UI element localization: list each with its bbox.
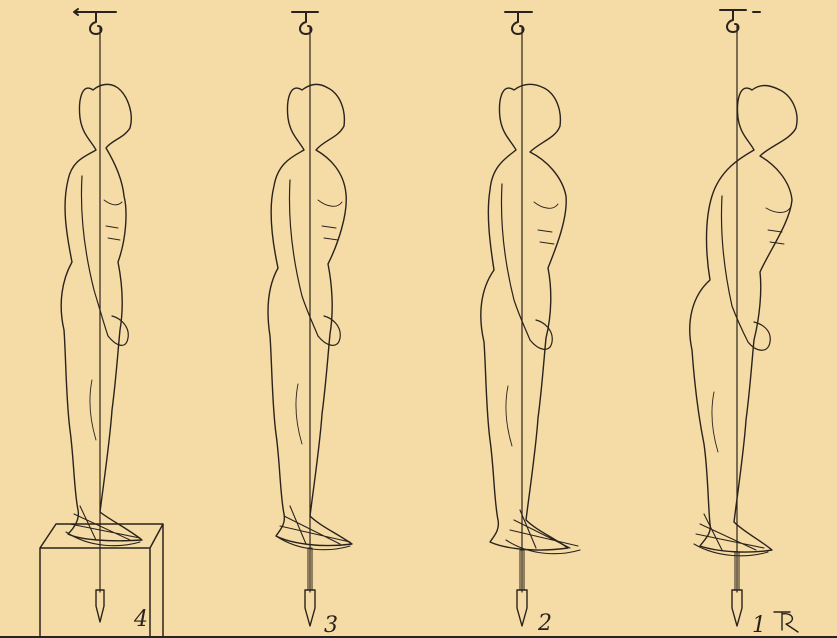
artist-monogram — [774, 612, 798, 632]
ceiling-hook-2 — [505, 12, 532, 34]
ceiling-hook-4 — [74, 9, 116, 34]
figure-number-4: 4 — [133, 607, 148, 632]
figure-number-2: 2 — [537, 611, 552, 636]
ceiling-hook-1 — [720, 10, 760, 32]
musculature-4 — [90, 200, 122, 440]
arm-3 — [290, 180, 341, 345]
sandal-3 — [276, 506, 350, 550]
figure-number-1: 1 — [752, 613, 766, 638]
plumb-bob-4 — [96, 590, 104, 622]
plumb-bob-1 — [732, 590, 742, 626]
sandal-1 — [694, 514, 768, 556]
arm-4 — [82, 176, 129, 345]
arm-1 — [721, 196, 770, 350]
arm-2 — [502, 184, 553, 349]
plumb-bob-3 — [305, 590, 315, 626]
figure-number-3: 3 — [324, 613, 338, 638]
figure-4: 4 — [40, 9, 163, 637]
figure-1: 1 — [690, 10, 797, 638]
body-outline-4 — [61, 84, 142, 540]
musculature-1 — [712, 208, 790, 452]
figure-2: 2 — [481, 12, 580, 636]
figure-3: 3 — [268, 12, 352, 638]
ceiling-hook-3 — [292, 12, 318, 34]
plumb-bob-2 — [517, 590, 527, 626]
body-outline-1 — [690, 86, 797, 553]
musculature-2 — [506, 202, 558, 446]
body-outline-2 — [481, 84, 568, 550]
